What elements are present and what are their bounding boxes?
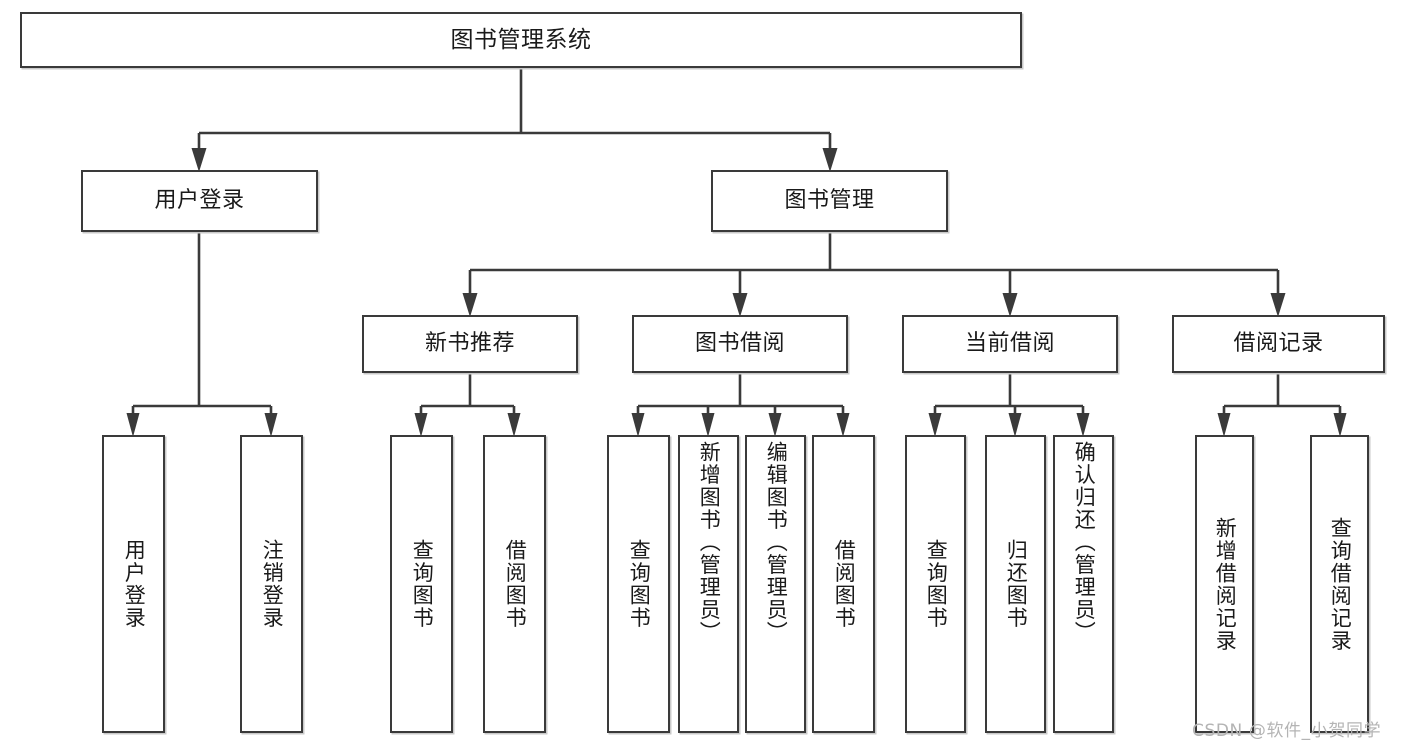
node-leaf-add-record-label: 新增借阅记录: [1213, 516, 1238, 652]
node-leaf-query-record-label: 查询借阅记录: [1328, 516, 1353, 652]
node-leaf-user-login[interactable]: 用户登录: [102, 435, 165, 733]
watermark: CSDN @软件_小贺同学: [1192, 721, 1382, 741]
node-leaf-edit-book[interactable]: 编辑图书（管理员）: [745, 435, 806, 733]
node-user-login-label: 用户登录: [154, 188, 245, 214]
node-leaf-borrow-book-1-label: 借阅图书: [503, 539, 528, 629]
node-user-login[interactable]: 用户登录: [81, 170, 318, 232]
node-borrow-record-label: 借阅记录: [1233, 331, 1324, 357]
node-leaf-add-book[interactable]: 新增图书（管理员）: [678, 435, 739, 733]
node-leaf-return-book[interactable]: 归还图书: [985, 435, 1046, 733]
node-leaf-query-book-3[interactable]: 查询图书: [905, 435, 966, 733]
node-leaf-borrow-book-1[interactable]: 借阅图书: [483, 435, 546, 733]
node-book-borrow[interactable]: 图书借阅: [632, 315, 848, 373]
node-book-manage[interactable]: 图书管理: [711, 170, 948, 232]
node-leaf-logout-login[interactable]: 注销登录: [240, 435, 303, 733]
node-leaf-confirm-return[interactable]: 确认归还（管理员）: [1053, 435, 1114, 733]
node-current-borrow[interactable]: 当前借阅: [902, 315, 1118, 373]
node-leaf-query-record[interactable]: 查询借阅记录: [1310, 435, 1369, 733]
node-leaf-query-book-1[interactable]: 查询图书: [390, 435, 453, 733]
node-leaf-query-book-2-label: 查询图书: [627, 539, 652, 629]
node-leaf-edit-book-label: 编辑图书（管理员）: [764, 441, 789, 644]
node-leaf-return-book-label: 归还图书: [1004, 539, 1029, 629]
node-leaf-borrow-book-2-label: 借阅图书: [832, 539, 857, 629]
node-root[interactable]: 图书管理系统: [20, 12, 1022, 68]
node-leaf-query-book-1-label: 查询图书: [410, 539, 435, 629]
node-new-book-recommend-label: 新书推荐: [424, 331, 515, 357]
node-borrow-record[interactable]: 借阅记录: [1172, 315, 1385, 373]
node-leaf-add-record[interactable]: 新增借阅记录: [1195, 435, 1254, 733]
node-leaf-logout-login-label: 注销登录: [260, 539, 285, 629]
node-root-label: 图书管理系统: [450, 26, 592, 53]
node-leaf-query-book-3-label: 查询图书: [924, 539, 949, 629]
node-leaf-user-login-label: 用户登录: [122, 539, 147, 629]
node-leaf-confirm-return-label: 确认归还（管理员）: [1072, 441, 1097, 644]
node-book-borrow-label: 图书借阅: [694, 331, 785, 357]
node-new-book-recommend[interactable]: 新书推荐: [362, 315, 578, 373]
node-book-manage-label: 图书管理: [784, 188, 875, 214]
node-leaf-borrow-book-2[interactable]: 借阅图书: [812, 435, 875, 733]
node-leaf-query-book-2[interactable]: 查询图书: [607, 435, 670, 733]
node-leaf-add-book-label: 新增图书（管理员）: [697, 441, 722, 644]
node-current-borrow-label: 当前借阅: [964, 331, 1055, 357]
